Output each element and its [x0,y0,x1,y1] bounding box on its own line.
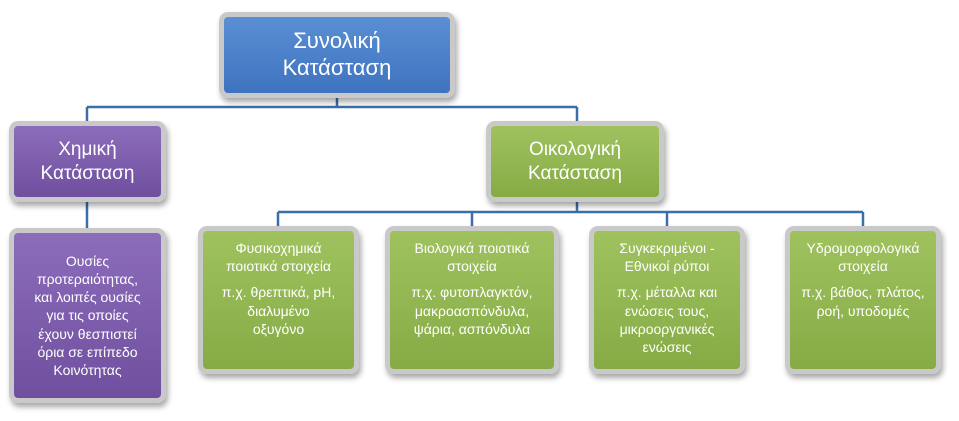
physicochemical-title-line-1: Φυσικοχημικά [235,240,322,256]
pollutants-example-line-1: π.χ. μέταλλα και [616,284,718,301]
biological-title-line-2: στοιχεία [447,258,497,275]
priority-substances-line-7: Κοινότητας [53,361,122,378]
priority-substances-line-2: προτεραιότητας, [36,271,139,288]
node-chemical-status: Χημική Κατάσταση [9,121,166,202]
node-overall-status-line-1: Συνολική [293,28,381,54]
node-priority-substances: Ουσίες προτεραιότητας, και λοιπές ουσίες… [9,228,166,403]
pollutants-title-line-2: Εθνικοί ρύποι [624,258,710,275]
node-specific-pollutants: Συγκεκριμένοι - Εθνικοί ρύποι π.χ. μέταλ… [589,226,745,374]
hydromorphological-example-line-1: π.χ. βάθος, πλάτος, [801,284,925,301]
node-ecological-status: Οικολογική Κατάσταση [486,121,664,202]
biological-example-line-2: μακροασπόνδυλα, [414,302,530,319]
node-biological-elements: Βιολογικά ποιοτικά στοιχεία π.χ. φυτοπλα… [385,226,559,374]
pollutants-example-line-3: μικροοργανικές [619,320,715,337]
pollutants-title-line-1: Συγκεκριμένοι - [619,240,715,256]
node-hydromorphological-elements: Υδρομορφολογικά στοιχεία π.χ. βάθος, πλά… [785,226,941,374]
node-overall-status-line-2: Κατάσταση [282,55,392,80]
biological-example-line-1: π.χ. φυτοπλαγκτόν, [411,284,533,301]
node-physicochemical-elements: Φυσικοχημικά ποιοτικά στοιχεία π.χ. θρεπ… [198,226,359,374]
physicochemical-example-line-2: διαλυμένο [247,302,310,319]
priority-substances-line-5: έχουν θεσπιστεί [38,325,137,342]
node-ecological-status-line-2: Κατάσταση [528,162,622,184]
physicochemical-title-line-2: ποιοτικά στοιχεία [225,258,332,275]
biological-example-line-3: ψάρια, ασπόνδυλα [413,320,531,337]
node-overall-status: Συνολική Κατάσταση [219,12,455,98]
physicochemical-example-line-1: π.χ. θρεπτικά, pH, [221,284,336,301]
priority-substances-line-1: Ουσίες [65,252,110,269]
pollutants-example-line-2: ενώσεις τους, [624,302,710,319]
biological-title-line-1: Βιολογικά ποιοτικά [414,240,530,256]
hydromorphological-title-line-2: στοιχεία [838,258,888,275]
priority-substances-line-4: για τις οποίες [46,307,129,324]
hydromorphological-example-line-2: ροή, υποδομές [816,302,910,319]
node-ecological-status-line-1: Οικολογική [528,139,622,161]
physicochemical-example-line-3: οξυγόνο [252,320,305,337]
priority-substances-line-3: και λοιπές ουσίες [34,289,141,306]
pollutants-example-line-4: ενώσεις [642,338,692,355]
priority-substances-line-6: όρια σε επίπεδο [37,343,138,360]
node-chemical-status-line-1: Χημική [58,139,117,161]
hydromorphological-title-line-1: Υδρομορφολογικά [806,240,920,256]
node-chemical-status-line-2: Κατάσταση [40,162,135,184]
